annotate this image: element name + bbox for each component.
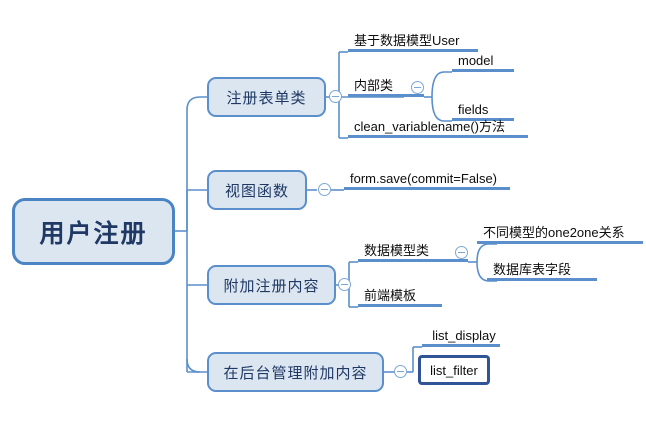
leaf-node-label: 前端模板 (364, 288, 417, 303)
leaf-node-fields[interactable]: fields (452, 97, 514, 121)
leaf-node-based-on-user-model[interactable]: 基于数据模型User (348, 28, 478, 52)
leaf-node-list-filter-selected[interactable]: list_filter (418, 355, 490, 385)
minus-circle-icon[interactable] (338, 278, 351, 291)
leaf-node-label: 基于数据模型User (354, 33, 460, 48)
branch-node-label: 视图函数 (224, 182, 289, 200)
leaf-node-list-display[interactable]: list_display (422, 323, 500, 347)
branch-node-additional-registration-content[interactable]: 附加注册内容 (207, 265, 336, 305)
leaf-node-label: fields (458, 102, 489, 117)
minus-circle-icon[interactable] (455, 246, 468, 259)
minus-circle-icon[interactable] (394, 365, 407, 378)
leaf-node-clean-variablename-method[interactable]: clean_variablename()方法 (348, 114, 528, 138)
leaf-node-label: form.save(commit=False) (350, 171, 497, 186)
branch-node-registration-form-class[interactable]: 注册表单类 (207, 77, 326, 117)
root-node-label: 用户注册 (39, 219, 148, 248)
minus-circle-icon[interactable] (329, 90, 342, 103)
leaf-node-label: 不同模型的one2one关系 (483, 225, 625, 240)
leaf-node-label: list_display (432, 328, 496, 343)
leaf-node-data-model-class[interactable]: 数据模型类 (358, 238, 468, 262)
branch-node-view-function[interactable]: 视图函数 (207, 170, 307, 210)
leaf-node-database-table-field[interactable]: 数据库表字段 (487, 257, 597, 281)
branch-node-label: 注册表单类 (226, 89, 307, 107)
leaf-node-label: 数据模型类 (364, 243, 430, 258)
root-node[interactable]: 用户注册 (12, 198, 175, 265)
leaf-node-label: 内部类 (354, 78, 394, 93)
branch-node-label: 在后台管理附加内容 (223, 364, 368, 382)
leaf-node-form-save-commit-false[interactable]: form.save(commit=False) (344, 166, 510, 190)
leaf-node-label: list_filter (430, 362, 478, 378)
leaf-node-frontend-template[interactable]: 前端模板 (358, 283, 442, 307)
leaf-node-model[interactable]: model (452, 48, 514, 72)
leaf-node-label: model (458, 53, 494, 68)
minus-circle-icon[interactable] (318, 183, 331, 196)
branch-node-label: 附加注册内容 (223, 277, 320, 295)
leaf-node-label: clean_variablename()方法 (354, 119, 506, 134)
branch-node-manage-additional-content-in-admin[interactable]: 在后台管理附加内容 (207, 352, 384, 392)
minus-circle-icon[interactable] (411, 81, 424, 94)
leaf-node-inner-class[interactable]: 内部类 (348, 73, 424, 97)
leaf-node-label: 数据库表字段 (493, 262, 572, 277)
leaf-node-one2one-relation-between-models[interactable]: 不同模型的one2one关系 (477, 220, 643, 244)
